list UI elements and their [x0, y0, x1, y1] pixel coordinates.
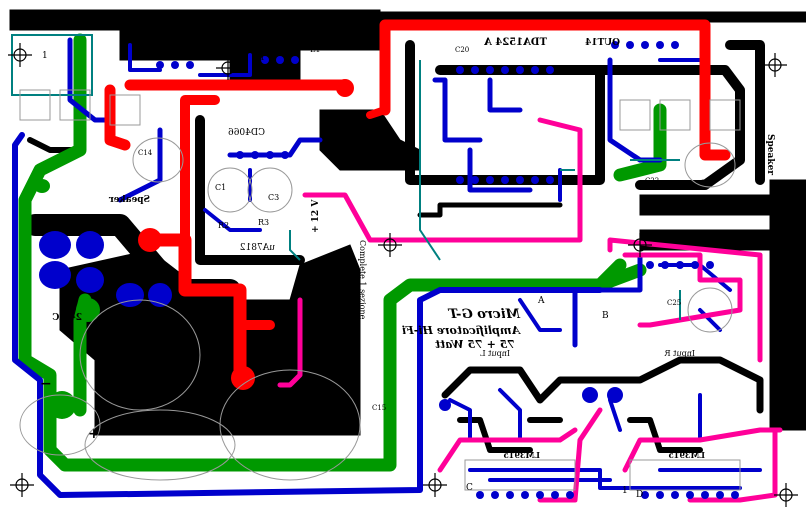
- testpoint-c: C: [466, 483, 473, 493]
- plus-sign: +: [88, 426, 100, 442]
- r1-label: R1: [254, 53, 265, 62]
- mounting-hole-mid: [216, 56, 240, 80]
- compl-label: Complete 1 sezione: [358, 240, 367, 320]
- lm-left-label: LM3915: [503, 450, 540, 460]
- c12-label: C12: [700, 179, 714, 187]
- speaker-l-label: Speaker: [109, 195, 150, 205]
- c22-label: C22: [645, 177, 659, 185]
- mounting-hole-m3: [628, 233, 652, 257]
- c14-label: C14: [138, 149, 153, 157]
- mounting-hole-tl: [8, 43, 32, 67]
- lm-right-label: LM3915: [668, 450, 705, 460]
- l2-label: L2: [238, 45, 248, 54]
- minus-sign: −: [40, 376, 52, 392]
- r3-label: R3: [258, 218, 269, 227]
- input-l-label: Input L: [480, 349, 510, 358]
- c1-label: C1: [215, 183, 226, 192]
- mounting-holes: [8, 43, 798, 507]
- blue-pads: [39, 231, 623, 411]
- c3-label: C3: [268, 193, 279, 202]
- labels: Micro G-T Amplificatore Hi-Fi 75 + 75 Wa…: [40, 37, 800, 500]
- black-traces: [24, 40, 765, 453]
- r2-label: R2: [218, 221, 229, 230]
- c20-label: C20: [455, 46, 469, 54]
- blue-traces: [12, 37, 762, 498]
- testpoint-a: A: [537, 296, 545, 306]
- chip-ur-label: OUT14: [585, 38, 620, 48]
- testpoint-d: D: [636, 490, 643, 500]
- teal-traces: [11, 34, 681, 320]
- l1-label: L1: [310, 45, 320, 54]
- ac-label: 24 AC: [52, 313, 82, 323]
- chip-ul-label: OUT14: [160, 38, 195, 48]
- mounting-hole-tr: [763, 53, 787, 77]
- chip-outr-label: OUT14: [765, 241, 800, 251]
- red-traces: [104, 19, 731, 387]
- component-pads: [156, 41, 739, 499]
- title-line1: Micro G-T: [447, 307, 521, 322]
- speaker-r-label: Speaker: [765, 134, 775, 175]
- red-pads: [138, 79, 354, 390]
- c16-label: C16: [276, 327, 291, 335]
- mounting-hole-m2: [378, 233, 402, 257]
- c25-label: C25: [667, 299, 681, 307]
- green-pads: [34, 179, 100, 419]
- c15-label: C15: [372, 404, 386, 412]
- mounting-hole-bl: [10, 473, 34, 497]
- title-line2: Amplificatore Hi-Fi: [402, 324, 521, 337]
- cd-chip-label: CD4066: [228, 128, 265, 138]
- led-r-index: 1: [622, 486, 628, 496]
- mounting-hole-br: [774, 483, 798, 507]
- pink-traces: [277, 117, 783, 503]
- led-l-index: 1: [42, 51, 48, 61]
- testpoint-b: B: [602, 311, 609, 321]
- regulator-label: uA7812: [240, 243, 275, 253]
- input-r-label: Input R: [664, 349, 695, 358]
- title-line3: 75 + 75 Watt: [435, 338, 515, 351]
- supply-label: + 12 V: [311, 199, 321, 233]
- chip-tda-label: TDA1524 A: [484, 37, 547, 48]
- silkscreen-outlines: [19, 89, 741, 491]
- mounting-hole-c: [423, 473, 447, 497]
- c2-label: C2: [264, 70, 275, 79]
